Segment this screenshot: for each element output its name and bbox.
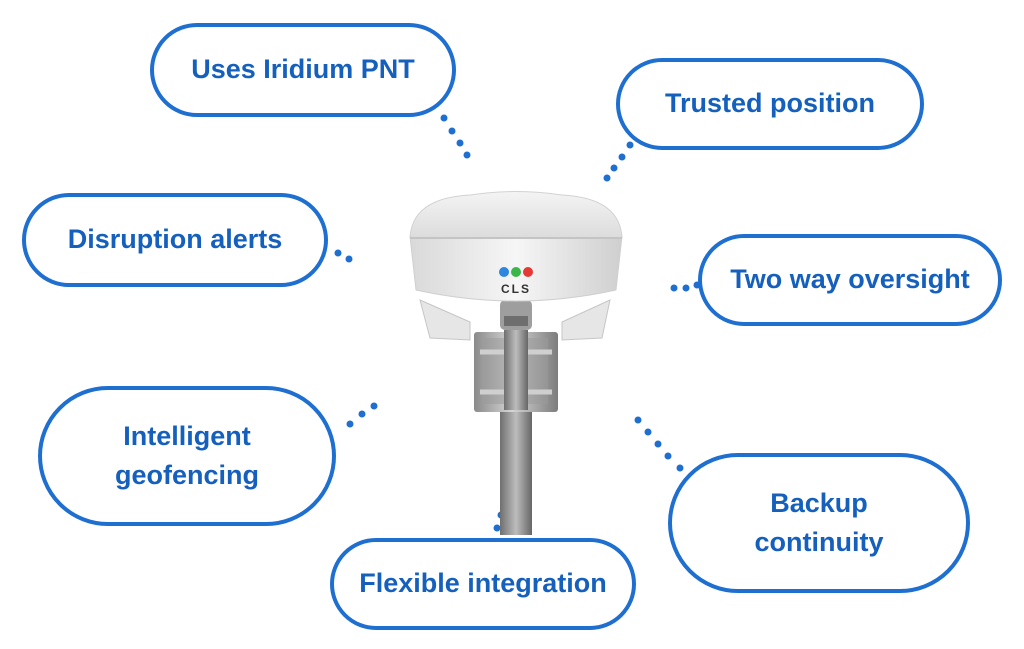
logo-green-dot — [511, 267, 521, 277]
feature-label-line1: Backup — [770, 487, 868, 518]
device-brand-label: CLS — [501, 282, 531, 296]
feature-label-line2: geofencing — [114, 460, 259, 490]
feature-label: Two way oversight — [730, 264, 970, 295]
feature-flexible-integration: Flexible integration — [330, 538, 636, 630]
feature-uses-iridium-pnt: Uses Iridium PNT — [150, 23, 456, 117]
feature-two-way-oversight: Two way oversight — [698, 234, 1002, 326]
feature-backup-continuity: Backup continuity — [668, 453, 970, 593]
feature-label: Disruption alerts — [67, 224, 283, 255]
feature-label: Trusted position — [664, 88, 875, 119]
feature-label: Flexible integration — [359, 568, 607, 599]
feature-label-line1: Intelligent — [123, 420, 251, 451]
feature-disruption-alerts: Disruption alerts — [22, 193, 328, 287]
feature-trusted-position: Trusted position — [616, 58, 924, 150]
feature-intelligent-geofencing: Intelligent geofencing — [38, 386, 336, 526]
mount-pole — [500, 400, 532, 535]
logo-blue-dot — [499, 267, 509, 277]
feature-label-line2: continuity — [754, 527, 884, 557]
logo-red-dot — [523, 267, 533, 277]
feature-label: Uses Iridium PNT — [191, 54, 415, 85]
